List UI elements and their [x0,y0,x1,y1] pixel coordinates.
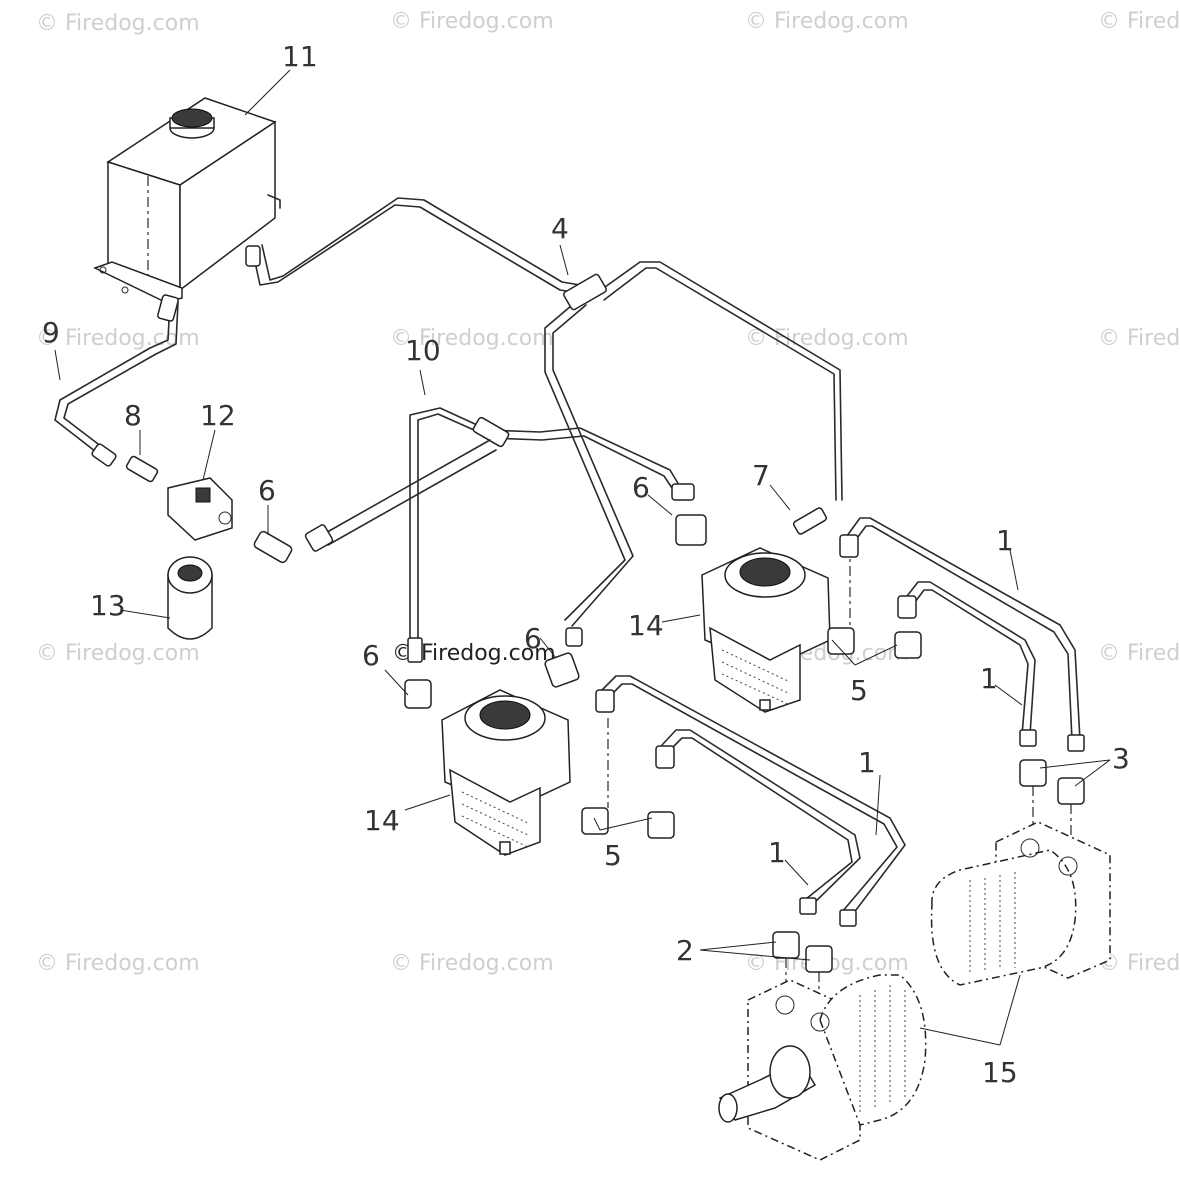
wheel-motor-15-left [718,974,927,1161]
callout-4: 4 [551,212,569,245]
callout-11: 11 [282,40,318,73]
callout-9: 9 [42,316,60,349]
return-line-4 [245,197,843,627]
callout-1: 1 [980,662,998,695]
watermark-text: © Firedog.com [1098,326,1180,351]
callout-3: 3 [1112,742,1130,775]
watermark-text: © Firedog.com [390,326,554,351]
pump-14-upper [701,547,831,713]
watermark-text: © Firedog.com [36,326,200,351]
callout-12: 12 [200,399,236,432]
callout-8: 8 [124,399,142,432]
filter-13 [167,556,213,640]
callout-6: 6 [632,471,650,504]
adapters-2 [772,931,833,1015]
suction-hose-9 [54,294,179,467]
fitting-7 [792,507,828,535]
pressure-lines-1-lower [595,675,906,927]
watermark-text: © Firedog.com [36,11,200,36]
fittings-5 [581,545,922,839]
callout-5: 5 [604,839,622,872]
watermark-layer: © Firedog.com © Firedog.com © Firedog.co… [36,9,1180,976]
callout-15: 15 [982,1056,1018,1089]
callout-6: 6 [524,622,542,655]
callout-7: 7 [752,459,770,492]
callout-5: 5 [850,674,868,707]
line-10 [304,407,689,663]
wheel-motor-15-right [930,821,1111,986]
watermark-text: © Firedog.com [1098,9,1180,34]
elbow-fittings-6 [253,483,707,709]
watermark-text: © Firedog.com [1098,951,1180,976]
watermark-text: © Firedog.com [1098,641,1180,666]
callout-1: 1 [768,836,786,869]
callout-6: 6 [362,639,380,672]
callout-13: 13 [90,589,126,622]
callout-14: 14 [364,804,400,837]
watermark-text: © Firedog.com [390,951,554,976]
filter-head-12 [167,477,233,541]
watermark-text: © Firedog.com [745,326,909,351]
callout-6: 6 [258,474,276,507]
watermark-text: © Firedog.com [36,951,200,976]
pump-14-lower [441,689,571,856]
fitting-8 [125,455,159,483]
leader-lines [54,69,1111,1046]
watermark-text: © Firedog.com [36,641,200,666]
pressure-lines-1-upper [839,517,1085,752]
reservoir-tank [93,97,281,303]
callout-1: 1 [996,524,1014,557]
watermark-text: © Firedog.com [745,9,909,34]
callout-labels: 11 4 9 10 8 12 6 6 7 1 1 13 14 6 6 5 3 1… [42,40,1130,1089]
callout-1: 1 [858,746,876,779]
callout-2: 2 [676,934,694,967]
callout-10: 10 [405,334,441,367]
callout-14: 14 [628,609,664,642]
watermark-text: © Firedog.com [390,9,554,34]
